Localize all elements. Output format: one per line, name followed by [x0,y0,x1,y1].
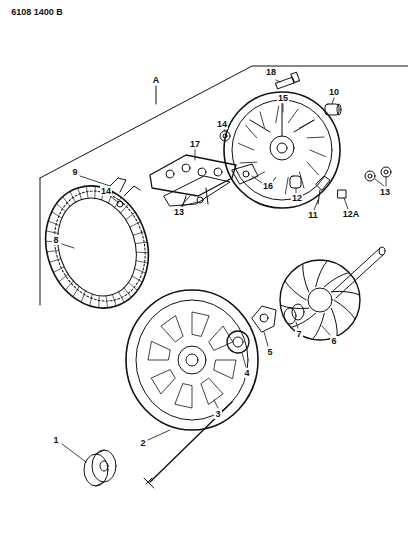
callout-number: 17 [189,139,201,149]
callout-number: 14 [216,119,228,129]
washer [220,131,230,141]
rectifier [150,155,236,208]
callout-number: 13 [173,207,185,217]
callout-number: 4 [243,368,250,378]
screws [117,197,203,207]
through-bolt-rear [276,72,300,89]
front-housing [126,290,258,430]
brush-holder [232,164,258,184]
callout-number: 5 [266,347,273,357]
callout-number: 1 [52,435,59,445]
callout-number: 7 [295,329,302,339]
pulley [84,450,116,486]
callout-number: 13 [379,187,391,197]
callout-number: 9 [71,167,78,177]
callout-number: 8 [52,235,59,245]
stator-leads [108,178,140,196]
callout-number: 3 [214,409,221,419]
callout-number: 2 [139,438,146,448]
figure-number: 6108 1400 B [10,7,64,17]
nuts [365,167,391,181]
rotor [280,247,385,340]
nut [338,190,346,198]
callout-number: 14 [100,186,112,196]
callout-number: 12A [342,209,361,219]
callout-number: 10 [328,87,340,97]
through-bolt [144,402,232,488]
callout-number: 18 [265,67,277,77]
callout-number: 11 [307,210,319,220]
slip-rings [284,304,304,324]
leader-lines [62,80,386,462]
callout-number: 12 [291,193,303,203]
rear-housing [224,92,340,208]
sleeve [325,104,341,115]
callout-number: A [152,75,161,85]
retainer [252,306,276,332]
callout-number: 6 [330,336,337,346]
stator [30,173,163,322]
insulator [290,176,301,188]
callout-number: 16 [262,181,274,191]
callout-number: 15 [277,93,289,103]
